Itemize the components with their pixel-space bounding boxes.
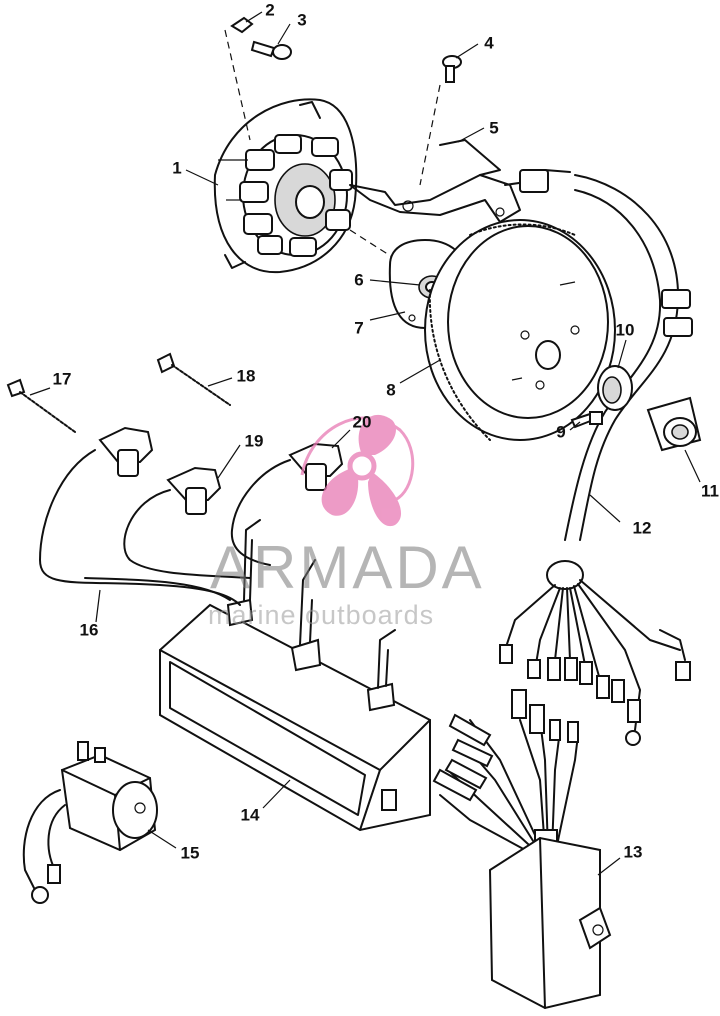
stator-screw xyxy=(250,40,292,60)
callout-6: 6 xyxy=(354,270,364,290)
callout-9: 9 xyxy=(556,422,566,442)
callout-7: 7 xyxy=(354,318,364,338)
flywheel xyxy=(424,219,616,441)
callout-19: 19 xyxy=(244,431,264,451)
callout-12: 12 xyxy=(632,518,652,538)
callout-5: 5 xyxy=(489,118,499,138)
callout-4: 4 xyxy=(484,33,494,53)
boot-cap xyxy=(646,396,702,452)
starter-relay xyxy=(22,741,158,904)
callout-14: 14 xyxy=(240,805,260,825)
spark-plug-wires xyxy=(39,449,291,606)
callout-15: 15 xyxy=(180,843,200,863)
spark-plug-boot-1 xyxy=(98,426,154,477)
callout-17: 17 xyxy=(52,369,72,389)
clamp-17 xyxy=(6,378,76,433)
callout-1: 1 xyxy=(172,158,182,178)
watermark-brand: ARMADA xyxy=(210,534,485,601)
bracket-bolt xyxy=(442,55,462,83)
callout-2: 2 xyxy=(265,0,275,20)
callout-18: 18 xyxy=(236,366,256,386)
stator-harness xyxy=(504,169,693,541)
callout-8: 8 xyxy=(386,380,396,400)
callout-13: 13 xyxy=(623,842,643,862)
mounting-bracket xyxy=(349,139,521,223)
spark-plug-boot-2 xyxy=(166,466,222,515)
leader-lines xyxy=(29,11,701,876)
callout-16: 16 xyxy=(79,620,99,640)
callout-10: 10 xyxy=(615,320,635,340)
seal-ring xyxy=(597,365,633,411)
propeller-icon xyxy=(300,414,415,527)
clamp-18 xyxy=(156,352,231,406)
flywheel-bolt xyxy=(570,411,603,429)
callout-3: 3 xyxy=(297,10,307,30)
stator-assembly xyxy=(213,98,358,274)
ignition-box-harness xyxy=(432,689,612,1010)
harness-connectors xyxy=(499,560,691,746)
callout-20: 20 xyxy=(352,412,372,432)
watermark-subtitle: marine outboards xyxy=(208,600,435,630)
callout-11: 11 xyxy=(701,481,719,501)
cdi-unit xyxy=(159,519,431,832)
